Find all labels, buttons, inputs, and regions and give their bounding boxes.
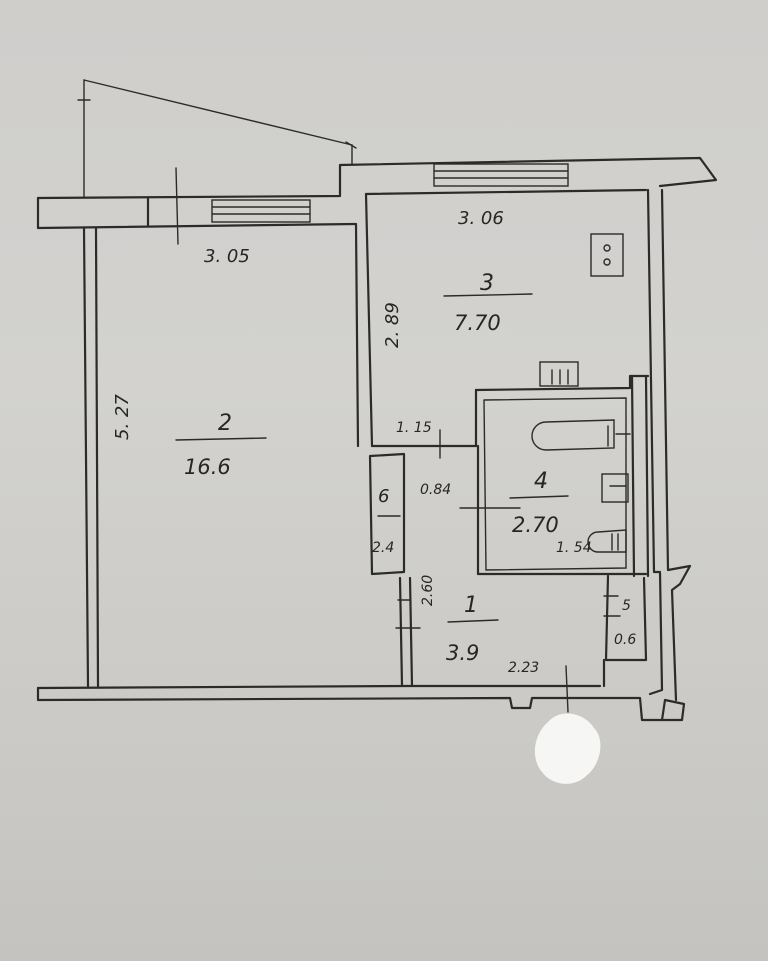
redaction-mark [534, 713, 601, 784]
room-4-number: 4 [534, 469, 548, 494]
vent-icon [539, 361, 579, 387]
outer-walls [36, 156, 718, 722]
dim-hall-width: 2.23 [508, 660, 539, 676]
room-4-area: 2.70 [512, 513, 559, 537]
room-3-number: 3 [480, 271, 494, 296]
room-1-number: 1 [464, 593, 478, 618]
room-2: 2 16.6 [175, 411, 267, 479]
dim-closet-width: 0.84 [420, 482, 451, 498]
room-5: 5 0.6 [614, 598, 636, 648]
dim-room2-width: 3. 05 [204, 246, 250, 267]
room-6: 6 2.4 [372, 486, 394, 556]
sink-icon [601, 473, 629, 503]
dim-hall-length: 2.60 [420, 575, 436, 606]
room-1-area: 3.9 [446, 641, 479, 665]
room-2-number: 2 [218, 411, 232, 436]
balcony [77, 79, 357, 199]
dim-bath-width: 1. 54 [556, 540, 592, 556]
toilet-icon [587, 529, 627, 553]
room-2-area: 16.6 [184, 455, 231, 479]
room-3: 3 7.70 [443, 271, 533, 335]
bathtub-icon [531, 419, 631, 451]
room-1: 1 3.9 [446, 593, 499, 665]
room-3-area: 7.70 [454, 311, 501, 335]
fixtures [531, 233, 631, 553]
dim-corridor-width: 1. 15 [396, 420, 432, 436]
dim-room3-width: 3. 06 [458, 208, 504, 229]
room-5-number: 5 [622, 598, 631, 614]
dim-room2-length: 5. 27 [112, 394, 133, 440]
room-6-number: 6 [378, 486, 389, 507]
room-4: 4 2.70 [509, 469, 569, 537]
room-5-area: 0.6 [614, 632, 636, 648]
dim-room3-length: 2. 89 [382, 302, 403, 348]
dimensions: 3. 05 5. 27 3. 06 2. 89 1. 15 0.84 2.60 … [112, 208, 592, 676]
stove-icon [590, 233, 624, 277]
room-6-area: 2.4 [372, 540, 394, 556]
interior-walls [354, 188, 650, 713]
